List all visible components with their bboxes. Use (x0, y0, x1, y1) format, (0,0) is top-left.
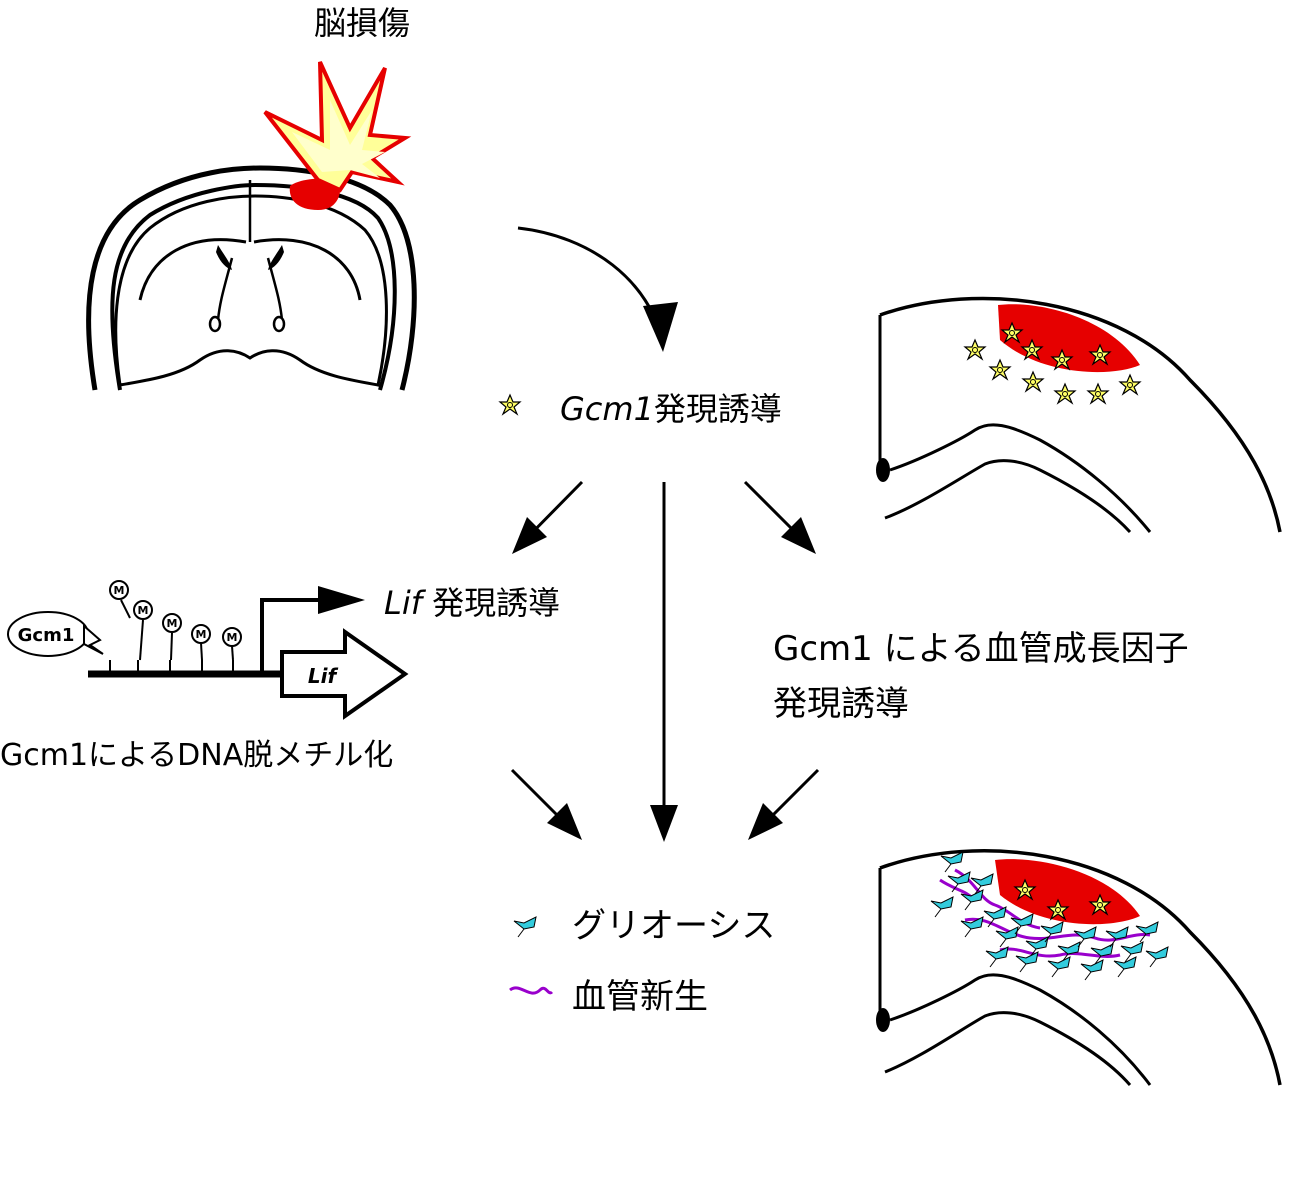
lif-gene-box-label: Lif (308, 664, 339, 688)
arrowhead-gcm1-to-lif (512, 517, 547, 554)
methyl-mark-label: M (167, 617, 178, 630)
gcm1-gene-name: Gcm1 (560, 390, 654, 428)
angiogenesis-label: 血管新生 (572, 977, 708, 1017)
lif-induction-label: Lif 発現誘導 (384, 584, 560, 622)
lif-gene-name: Lif (384, 584, 427, 622)
gcm1-induction-suffix: 発現誘導 (654, 390, 782, 428)
cpg-ticks (109, 599, 234, 674)
methyl-mark-label: M (196, 628, 207, 641)
gcm1-cell (1119, 374, 1141, 395)
gcm1-protein-label: Gcm1 (18, 625, 75, 646)
methyl-mark-label: M (138, 604, 149, 617)
gcm1-cell (1022, 371, 1044, 392)
angiogenesis-legend-icon (509, 986, 554, 995)
methyl-mark-label: M (114, 584, 125, 597)
gcm1-induction-label: Gcm1発現誘導 (560, 390, 782, 428)
growth-factor-line2: 発現誘導 (773, 684, 909, 724)
brain-section-illustration (86, 165, 417, 391)
gcm1-cell (1087, 383, 1109, 404)
growth-factor-line1: Gcm1 による血管成長因子 (773, 629, 1189, 669)
arrow-injury-to-gcm1 (517, 226, 665, 345)
gliosis-legend-icon (513, 916, 537, 938)
gcm1-cell-legend-icon (499, 394, 521, 415)
cortex-section-late (876, 849, 1282, 1086)
arrowhead-gcm1-to-outcome (650, 805, 678, 842)
arrowhead-growth-factor-to-outcome (748, 803, 783, 840)
methyl-mark-label: M (227, 631, 238, 644)
gcm1-cell (964, 339, 986, 360)
demethylation-caption: Gcm1によるDNA脱メチル化 (0, 738, 393, 773)
arrowhead-injury-to-gcm1 (643, 302, 678, 352)
lif-induction-suffix: 発現誘導 (422, 584, 560, 622)
methyl-marks: M M M M M (109, 580, 242, 647)
injury-label: 脳損傷 (314, 4, 410, 42)
arrowhead-lif-to-outcome (547, 803, 582, 840)
injury-burst-inner (292, 100, 385, 178)
arrowhead-gcm1-to-growth-factor (781, 517, 816, 554)
promoter-diagram: Lif M M M M M Gcm1 (7, 580, 409, 720)
gcm1-cell (1054, 383, 1076, 404)
gliosis-label: グリオーシス (572, 906, 775, 946)
cortex-section-early (876, 296, 1282, 534)
gcm1-protein-bubble: Gcm1 (7, 611, 104, 657)
gcm1-cell (989, 359, 1011, 380)
